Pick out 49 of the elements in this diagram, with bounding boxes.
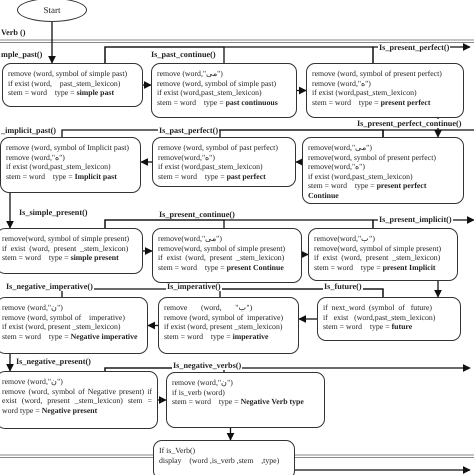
arrow (147, 322, 158, 330)
function-label: Is_future() (323, 282, 363, 292)
arrow (6, 193, 14, 229)
process-box (152, 137, 296, 187)
function-label: Is_simple_present() (18, 208, 89, 218)
arrow (295, 466, 471, 474)
function-label: Verb () (0, 28, 26, 38)
process-box (317, 297, 461, 341)
process-box (2, 63, 143, 107)
function-label: Is_present_implicit() (378, 215, 453, 224)
node-text: Start (44, 4, 60, 16)
arrow (300, 250, 309, 258)
process-box (0, 228, 143, 274)
arrow (143, 81, 152, 89)
function-label: Is_present_perfect_continue() (356, 119, 462, 128)
function-label: Is_negative_imperative() (5, 282, 94, 292)
arrow (143, 247, 153, 255)
function-label: Is_present_perfect() (378, 43, 450, 52)
function-label: _implicit_past() (0, 126, 58, 136)
connector-line (104, 219, 374, 228)
arrow (140, 158, 152, 166)
function-label: Is_past_continue() (150, 50, 217, 60)
function-label: mple_past() (0, 50, 44, 60)
function-label: Is_past_perfect() (158, 126, 220, 136)
arrow (298, 315, 317, 323)
connector-line (382, 129, 474, 137)
process-box (153, 440, 295, 475)
process-box (0, 371, 158, 429)
process-box (302, 137, 464, 204)
process-box (152, 228, 302, 283)
arrow (297, 86, 307, 94)
process-box (0, 297, 148, 354)
function-label: Is_negative_present() (15, 357, 92, 366)
process-box (308, 228, 458, 281)
arrow (295, 158, 304, 166)
arrow (48, 22, 56, 64)
arrow (6, 354, 14, 372)
connector-line (104, 46, 374, 63)
arrow (226, 428, 234, 441)
function-label: Is_present_continue() (158, 210, 236, 220)
arrow (158, 396, 167, 404)
arrow (434, 281, 442, 298)
process-box (0, 137, 141, 193)
process-box (166, 372, 325, 428)
process-box (151, 63, 297, 118)
function-label: Is_negative_verbs() (172, 361, 242, 370)
process-box (158, 297, 299, 354)
start-terminal (17, 0, 87, 22)
process-box (306, 63, 464, 118)
